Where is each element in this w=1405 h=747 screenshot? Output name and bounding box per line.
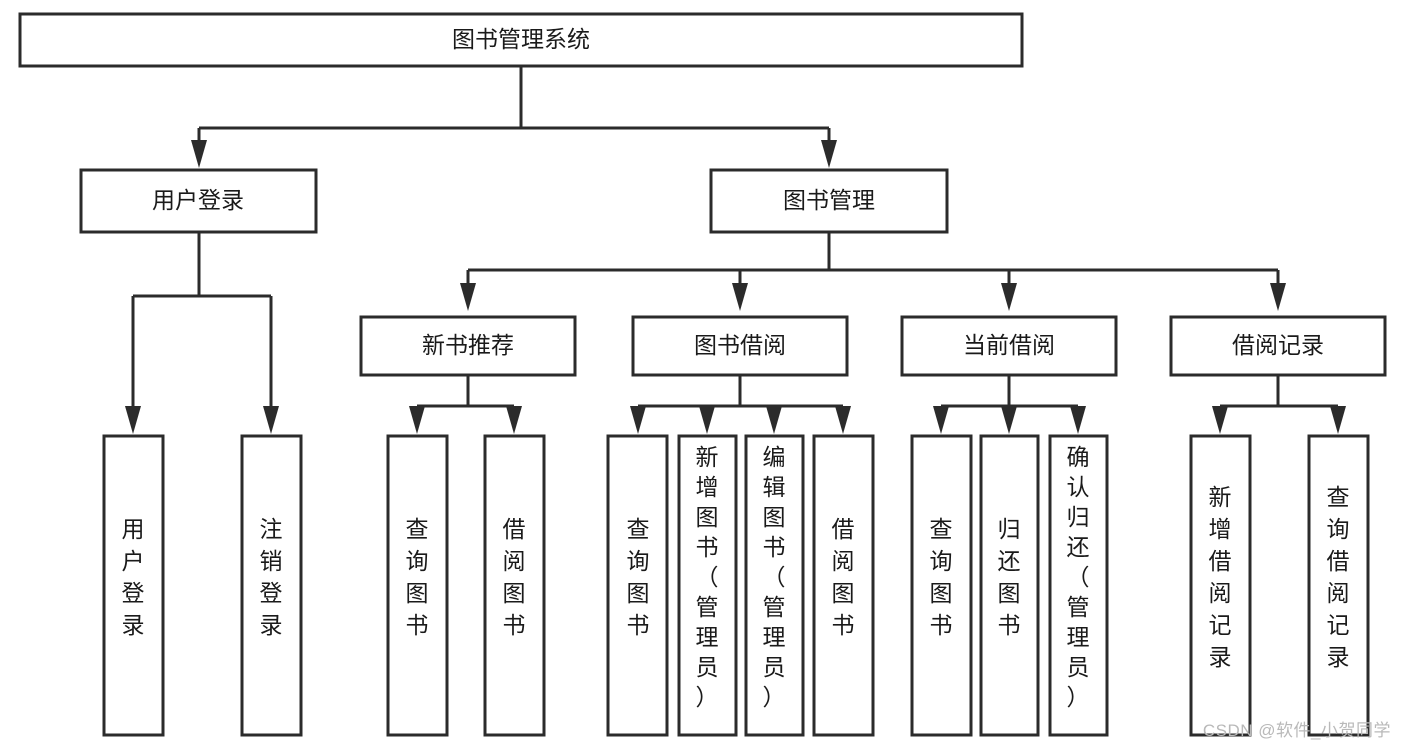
arrowhead-user-login	[191, 140, 207, 168]
node-user-login-box[interactable]	[79, 168, 318, 234]
connector-layer	[125, 66, 1346, 434]
arrowhead-book-borrow	[732, 283, 748, 311]
arrowhead-leaf-borrow-book-1	[506, 406, 522, 434]
node-leaf-query-book-1[interactable]: 查询图书	[386, 434, 449, 737]
node-book-manage-box[interactable]	[709, 168, 949, 234]
node-leaf-borrow-book-2[interactable]: 借阅图书	[812, 434, 875, 737]
csdn-watermark: CSDN @软件_小贺同学	[1202, 721, 1391, 740]
node-leaf-return-book-box[interactable]	[979, 434, 1040, 737]
node-borrow-record-box[interactable]	[1169, 315, 1387, 377]
node-book-borrow[interactable]: 图书借阅	[631, 315, 849, 377]
node-book-manage[interactable]: 图书管理	[709, 168, 949, 234]
node-leaf-return-book-label: 归还图书	[998, 516, 1021, 638]
node-leaf-edit-book-admin-label: 编辑图书（管理员）	[763, 444, 786, 710]
node-book-borrow-box[interactable]	[631, 315, 849, 377]
node-leaf-user-login-box[interactable]	[102, 434, 165, 737]
node-new-book-rec[interactable]: 新书推荐	[359, 315, 577, 377]
node-leaf-query-book-3-label: 查询图书	[930, 516, 953, 638]
node-leaf-confirm-return-admin[interactable]: 确认归还（管理员）	[1048, 434, 1109, 737]
arrowhead-leaf-query-book-1	[409, 406, 425, 434]
arrowhead-leaf-user-login	[125, 406, 141, 434]
node-leaf-user-logout[interactable]: 注销登录	[240, 434, 303, 737]
arrowhead-leaf-query-book-2	[630, 406, 646, 434]
node-leaf-query-book-3[interactable]: 查询图书	[910, 434, 973, 737]
node-leaf-query-book-3-box[interactable]	[910, 434, 973, 737]
arrowhead-leaf-query-book-3	[933, 406, 949, 434]
node-leaf-query-book-2-label: 查询图书	[627, 516, 650, 638]
arrowhead-leaf-user-logout	[263, 406, 279, 434]
node-current-borrow-label: 当前借阅	[963, 332, 1055, 358]
node-user-login[interactable]: 用户登录	[79, 168, 318, 234]
node-leaf-query-record-label: 查询借阅记录	[1327, 484, 1350, 670]
node-leaf-user-login-label: 用户登录	[122, 516, 145, 638]
node-current-borrow-box[interactable]	[900, 315, 1118, 377]
node-leaf-add-record[interactable]: 新增借阅记录	[1189, 434, 1252, 737]
node-borrow-record-label: 借阅记录	[1232, 332, 1324, 358]
arrowhead-borrow-record	[1270, 283, 1286, 311]
node-leaf-user-login[interactable]: 用户登录	[102, 434, 165, 737]
arrowhead-book-manage	[821, 140, 837, 168]
node-leaf-query-book-1-label: 查询图书	[406, 516, 429, 638]
node-borrow-record[interactable]: 借阅记录	[1169, 315, 1387, 377]
node-leaf-query-record[interactable]: 查询借阅记录	[1307, 434, 1370, 737]
node-leaf-query-record-box[interactable]	[1307, 434, 1370, 737]
node-leaf-return-book[interactable]: 归还图书	[979, 434, 1040, 737]
arrowhead-current-borrow	[1001, 283, 1017, 311]
node-leaf-query-book-1-box[interactable]	[386, 434, 449, 737]
arrowhead-leaf-edit-book-admin	[766, 406, 782, 434]
node-root[interactable]: 图书管理系统	[18, 12, 1024, 68]
node-new-book-rec-box[interactable]	[359, 315, 577, 377]
node-leaf-borrow-book-1-label: 借阅图书	[503, 516, 526, 638]
arrowhead-leaf-query-record	[1330, 406, 1346, 434]
node-root-box[interactable]	[18, 12, 1024, 68]
node-root-label: 图书管理系统	[452, 26, 590, 52]
arrowhead-leaf-confirm-return-admin	[1070, 406, 1086, 434]
node-leaf-add-record-box[interactable]	[1189, 434, 1252, 737]
node-leaf-add-book-admin-label: 新增图书（管理员）	[696, 444, 719, 710]
arrowhead-new-book-rec	[460, 283, 476, 311]
node-leaf-query-book-2[interactable]: 查询图书	[606, 434, 669, 737]
node-book-borrow-label: 图书借阅	[694, 332, 786, 358]
node-leaf-confirm-return-admin-label: 确认归还（管理员）	[1067, 444, 1090, 710]
node-book-manage-label: 图书管理	[783, 187, 875, 213]
node-user-login-label: 用户登录	[152, 187, 244, 213]
arrowhead-leaf-add-record	[1212, 406, 1228, 434]
node-leaf-user-logout-box[interactable]	[240, 434, 303, 737]
arrowhead-leaf-borrow-book-2	[835, 406, 851, 434]
node-leaf-borrow-book-2-box[interactable]	[812, 434, 875, 737]
arrowhead-leaf-return-book	[1001, 406, 1017, 434]
node-leaf-user-logout-label: 注销登录	[260, 516, 283, 638]
node-current-borrow[interactable]: 当前借阅	[900, 315, 1118, 377]
node-leaf-borrow-book-2-label: 借阅图书	[832, 516, 855, 638]
node-leaf-query-book-2-box[interactable]	[606, 434, 669, 737]
arrowhead-leaf-add-book-admin	[699, 406, 715, 434]
node-leaf-edit-book-admin[interactable]: 编辑图书（管理员）	[744, 434, 805, 737]
node-leaf-edit-book-admin-box[interactable]	[744, 434, 805, 737]
node-leaf-add-book-admin[interactable]: 新增图书（管理员）	[677, 434, 738, 737]
node-leaf-confirm-return-admin-box[interactable]	[1048, 434, 1109, 737]
node-leaf-borrow-book-1[interactable]: 借阅图书	[483, 434, 546, 737]
node-leaf-add-record-label: 新增借阅记录	[1209, 484, 1232, 670]
node-leaf-add-book-admin-box[interactable]	[677, 434, 738, 737]
node-leaf-borrow-book-1-box[interactable]	[483, 434, 546, 737]
node-new-book-rec-label: 新书推荐	[422, 332, 514, 358]
